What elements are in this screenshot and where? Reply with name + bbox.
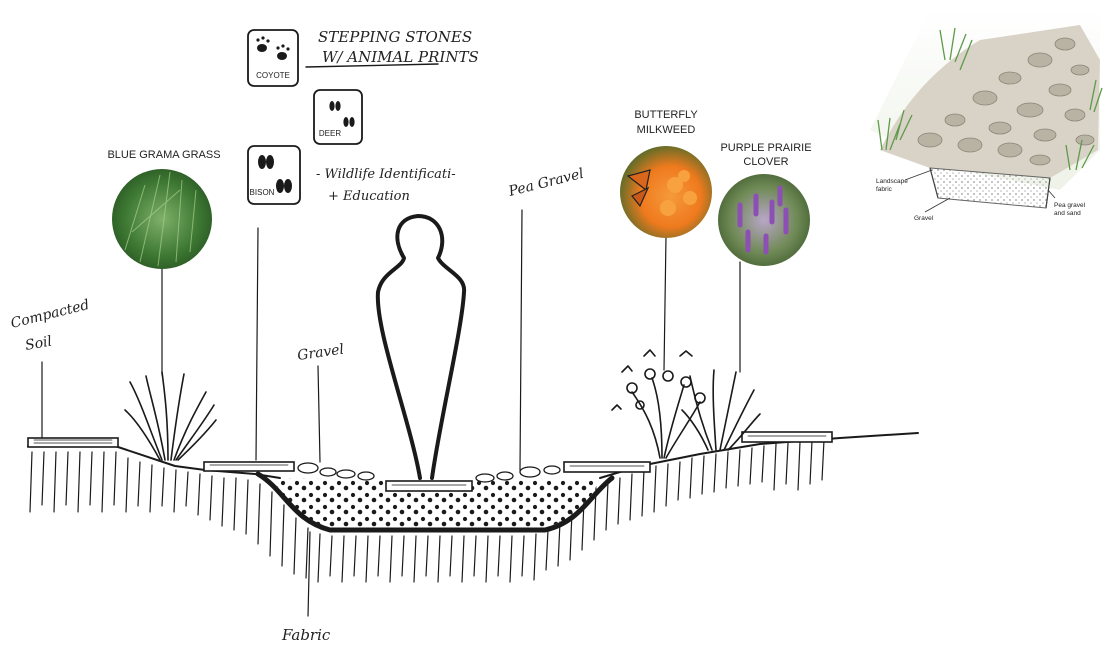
clover-label-1: PURPLE PRAIRIE [720, 142, 811, 154]
deer-print-box: DEER [314, 90, 362, 144]
compacted-soil-label-2: Soil [24, 333, 53, 353]
inset-fabric-label-2: fabric [876, 186, 893, 193]
inset-gravel-label: Gravel [914, 215, 934, 222]
grass-clump-left [125, 372, 216, 460]
stepping-stones-subtitle: W/ ANIMAL PRINTS [322, 48, 479, 66]
gravel-label: Gravel [296, 342, 345, 364]
blue-grama-label: BLUE GRAMA GRASS [107, 149, 220, 161]
wildlife-note-1: - Wildlife Identificati- [316, 167, 456, 182]
wildlife-note-2: + Education [328, 189, 410, 204]
ground-section [28, 432, 918, 582]
milkweed-plant [612, 350, 705, 458]
coyote-print-box: COYOTE [248, 30, 298, 86]
dry-creek-inset: Landscape fabric Gravel Pea gravel and s… [870, 10, 1102, 222]
deer-label: DEER [319, 129, 341, 138]
bison-print-box: BISON [248, 146, 300, 204]
fabric-label: Fabric [281, 626, 331, 644]
purple-prairie-clover-photo [718, 174, 810, 266]
human-figure [378, 216, 464, 478]
inset-pea-gravel-label-1: Pea gravel [1054, 202, 1086, 209]
inset-fabric-label-1: Landscape [876, 178, 908, 185]
stepping-stones-title: STEPPING STONES [318, 28, 472, 46]
butterfly-milkweed-photo [620, 146, 712, 238]
blue-grama-photo [112, 169, 212, 269]
inset-pea-gravel-label-2: and sand [1054, 210, 1081, 217]
coyote-label: COYOTE [256, 71, 290, 80]
clover-label-2: CLOVER [743, 156, 788, 168]
milkweed-label-1: BUTTERFLY [634, 109, 698, 121]
pea-gravel-label: Pea Gravel [506, 166, 585, 200]
milkweed-label-2: MILKWEED [637, 124, 696, 136]
bison-label: BISON [250, 188, 275, 197]
compacted-soil-label-1: Compacted [9, 297, 91, 332]
